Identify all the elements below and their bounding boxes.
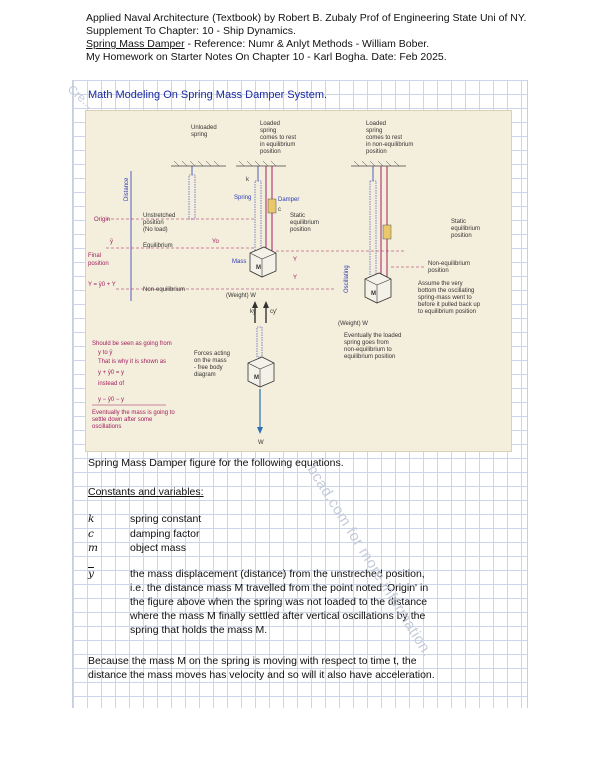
c-label: c: [278, 207, 281, 213]
variable-desc: object mass: [130, 542, 187, 554]
static-eq-1: Static: [290, 213, 305, 219]
should-be-2: y to ȳ: [98, 350, 112, 356]
header-line-3-underlined: Spring Mass Damper: [86, 38, 185, 50]
final-label: Final: [88, 253, 101, 259]
loaded-nonrest-3: comes to rest: [366, 135, 402, 141]
weight-left: (Weight) W: [226, 293, 256, 299]
non-eq-pos-2: position: [428, 268, 449, 274]
free-body-diagram: ky cy' M W Forces acting on the mass - f…: [194, 301, 277, 446]
header-line-1: Applied Naval Architecture (Textbook) by…: [86, 12, 527, 24]
oscillating-label: Oscillating: [344, 265, 350, 293]
eq-left: Y = ȳ0 + Y: [88, 282, 116, 288]
loaded-rest-4: in equilibrium: [260, 142, 295, 148]
static-eq-right-3: position: [451, 233, 472, 239]
variable-symbol: c: [88, 528, 94, 540]
body-paragraph: Because the mass M on the spring is movi…: [88, 655, 435, 681]
non-equilibrium-label: Non-equilibrium: [143, 287, 185, 293]
left-annotation: Should be seen as going from y to ȳ That…: [92, 341, 175, 430]
should-be-3: That is why it is shown as: [98, 359, 166, 365]
loaded-nonrest-1: Loaded: [366, 121, 386, 127]
damper-label: Damper: [278, 197, 299, 203]
ybar-label: ȳ: [110, 239, 113, 245]
eventually-mass-1: Eventually the mass is going to: [92, 410, 175, 416]
loaded-rest-1: Loaded: [260, 121, 280, 127]
should-be-1: Should be seen as going from: [92, 341, 172, 347]
static-eq-2: equilibrium: [290, 220, 319, 226]
header-line-3-rest: - Reference: Numr & Anlyt Methods - Will…: [184, 38, 430, 50]
equilibrium-label: Equilibrium: [143, 243, 173, 249]
cy-label: cy': [270, 309, 277, 315]
static-eq-right-1: Static: [451, 219, 466, 225]
forces-1: Forces acting: [194, 351, 230, 357]
assume-3: spring-mass went to: [418, 295, 472, 301]
ky-label: ky: [250, 309, 256, 315]
variable-desc: spring constant: [130, 513, 202, 525]
w-label: W: [258, 440, 264, 446]
spring-mass-damper-figure: M M Distance Origin ȳ Final position Y =…: [85, 110, 512, 452]
eventually-2: spring goes from: [344, 340, 389, 346]
forces-3: - free body: [194, 365, 223, 371]
header-line-3: Spring Mass Damper - Reference: Numr & A…: [86, 38, 586, 51]
loaded-spring-nonequilibrium: M: [364, 166, 392, 304]
loaded-rest-2: spring: [260, 128, 276, 134]
eventually-mass-3: oscillations: [92, 424, 121, 430]
figure-svg: M M Distance Origin ȳ Final position Y =…: [88, 121, 481, 446]
assume-4: before it pulled back up: [418, 302, 481, 308]
unloaded-spring: [188, 166, 196, 220]
unstretched-3: (No load): [143, 227, 168, 233]
should-be-5: instead of: [98, 381, 124, 387]
y-label: Y: [293, 257, 297, 263]
yo-label: Yo: [212, 239, 219, 245]
mass-block-equilibrium: M: [249, 246, 277, 278]
spring-label: Spring: [234, 195, 251, 201]
header-line-2: Supplement To Chapter: 10 - Ship Dynamic…: [86, 25, 296, 37]
eventually-1: Eventually the loaded: [344, 333, 401, 339]
loaded-nonrest-5: position: [366, 149, 387, 155]
header-line-4: My Homework on Starter Notes On Chapter …: [86, 51, 447, 63]
forces-4: diagram: [194, 372, 216, 378]
assume-1: Assume the very: [418, 281, 463, 287]
variable-symbol: k: [88, 513, 95, 525]
eventually-4: equilibrium position: [344, 354, 395, 360]
static-eq-3: position: [290, 227, 311, 233]
assume-5: to equilibrium position: [418, 309, 476, 315]
position-label: position: [88, 261, 109, 267]
mass-label: Mass: [232, 259, 246, 265]
eventually-mass-2: settle down after some: [92, 417, 153, 423]
loaded-spring-equilibrium: [254, 166, 277, 252]
loaded-nonrest-4: in non-equilibrium: [366, 142, 413, 148]
origin-label: Origin: [94, 217, 110, 223]
formula: y − ȳ0 − y: [98, 397, 124, 403]
unloaded-label-2: spring: [191, 132, 207, 138]
section-title: Math Modeling On Spring Mass Damper Syst…: [88, 89, 328, 101]
eventually-3: non-equilibrium to: [344, 347, 392, 353]
document-header: Applied Naval Architecture (Textbook) by…: [86, 12, 586, 64]
variable-symbol: y: [88, 568, 94, 580]
variable-symbol: m: [88, 542, 98, 554]
loaded-rest-5: position: [260, 149, 281, 155]
variable-desc: the mass displacement (distance) from th…: [130, 568, 429, 636]
should-be-4: y + ȳ0 = y: [98, 370, 124, 376]
loaded-nonrest-2: spring: [366, 128, 382, 134]
ceiling-supports: [171, 160, 406, 167]
distance-label: Distance: [124, 177, 130, 201]
unloaded-label-1: Unloaded: [191, 125, 217, 131]
constants-title: Constants and variables:: [88, 486, 204, 498]
weight-right: (Weight) W: [338, 321, 368, 327]
mass-label-m-fbd: M: [254, 375, 259, 381]
mass-label-m: M: [256, 265, 261, 271]
loaded-rest-3: comes to rest: [260, 135, 296, 141]
variable-desc: damping factor: [130, 528, 200, 540]
assume-2: bottom the oscillating: [418, 288, 474, 294]
forces-2: on the mass: [194, 358, 227, 364]
figure-caption: Spring Mass Damper figure for the follow…: [88, 457, 344, 469]
y-label-2: Y: [293, 275, 297, 281]
unstretched-2: position: [143, 220, 164, 226]
mass-label-m-right: M: [371, 291, 376, 297]
static-eq-right-2: equilibrium: [451, 226, 480, 232]
non-eq-pos-1: Non-equilibrium: [428, 261, 470, 267]
k-label: k: [246, 177, 250, 183]
unstretched-1: Unstretched: [143, 213, 175, 219]
